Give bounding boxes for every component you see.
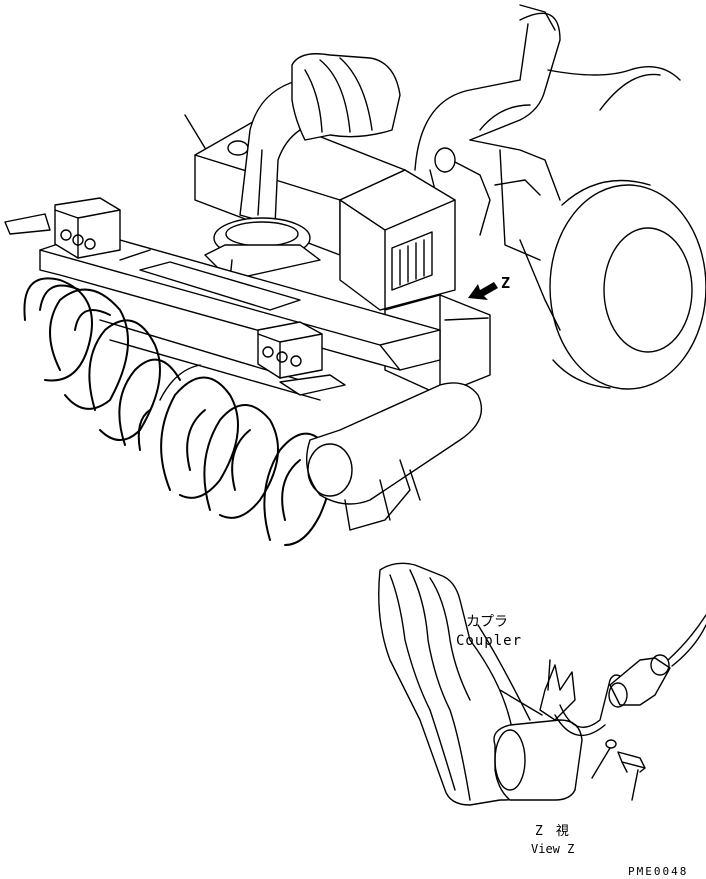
coupler-japanese-label: カプラ xyxy=(466,614,508,630)
view-z-english-label: View Z xyxy=(531,842,575,856)
coupler-english-label: Coupler xyxy=(456,633,523,649)
auger-spirals xyxy=(23,277,333,546)
tractor-body xyxy=(414,4,681,331)
side-drive-arm xyxy=(306,382,483,531)
view-z-japanese-label: Z 視 xyxy=(535,824,569,839)
view-letter-label: Z xyxy=(501,274,511,292)
view-z-arrow xyxy=(468,282,498,300)
front-beam xyxy=(4,197,441,401)
drawing-code-label: PME0048 xyxy=(628,865,689,878)
right-light-block xyxy=(257,321,346,396)
detail-view-z xyxy=(378,562,706,806)
tractor-tire xyxy=(549,179,706,390)
